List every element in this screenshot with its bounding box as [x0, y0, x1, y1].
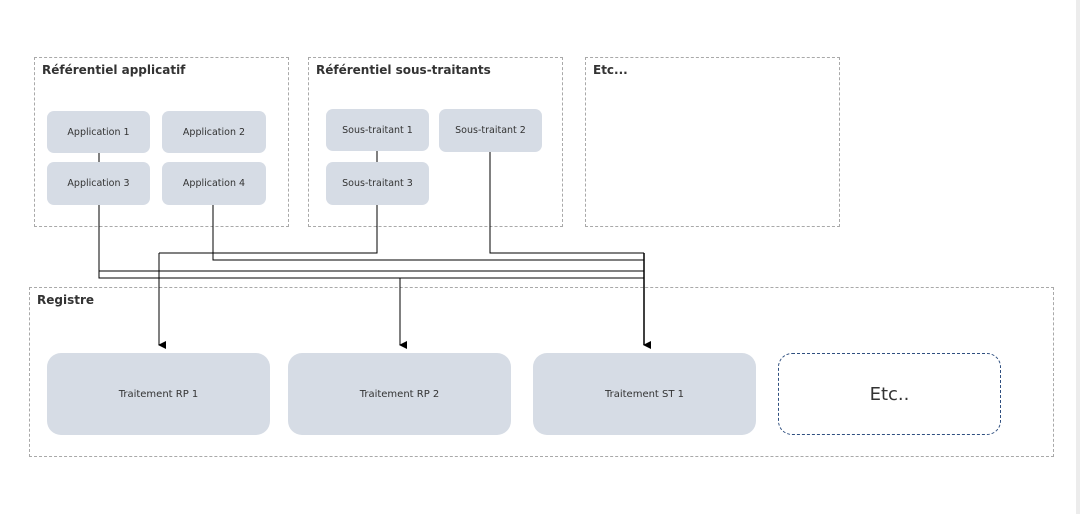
window-edge [1076, 0, 1080, 514]
group-title: Référentiel sous-traitants [316, 63, 491, 77]
node-sous-traitant-1[interactable]: Sous-traitant 1 [326, 109, 429, 151]
node-traitement-st-1[interactable]: Traitement ST 1 [533, 353, 756, 435]
node-sous-traitant-3[interactable]: Sous-traitant 3 [326, 162, 429, 205]
node-traitement-rp-2[interactable]: Traitement RP 2 [288, 353, 511, 435]
node-placeholder-etc[interactable]: Etc.. [778, 353, 1001, 435]
group-title: Etc... [593, 63, 628, 77]
node-application-4[interactable]: Application 4 [162, 162, 266, 205]
node-sous-traitant-2[interactable]: Sous-traitant 2 [439, 109, 542, 152]
group-title: Registre [37, 293, 95, 307]
group-title: Référentiel applicatif [42, 63, 186, 77]
node-application-3[interactable]: Application 3 [47, 162, 150, 205]
group-etc: Etc... [585, 57, 840, 227]
group-registre: Registre [29, 287, 1054, 457]
node-traitement-rp-1[interactable]: Traitement RP 1 [47, 353, 270, 435]
node-application-2[interactable]: Application 2 [162, 111, 266, 153]
node-application-1[interactable]: Application 1 [47, 111, 150, 153]
